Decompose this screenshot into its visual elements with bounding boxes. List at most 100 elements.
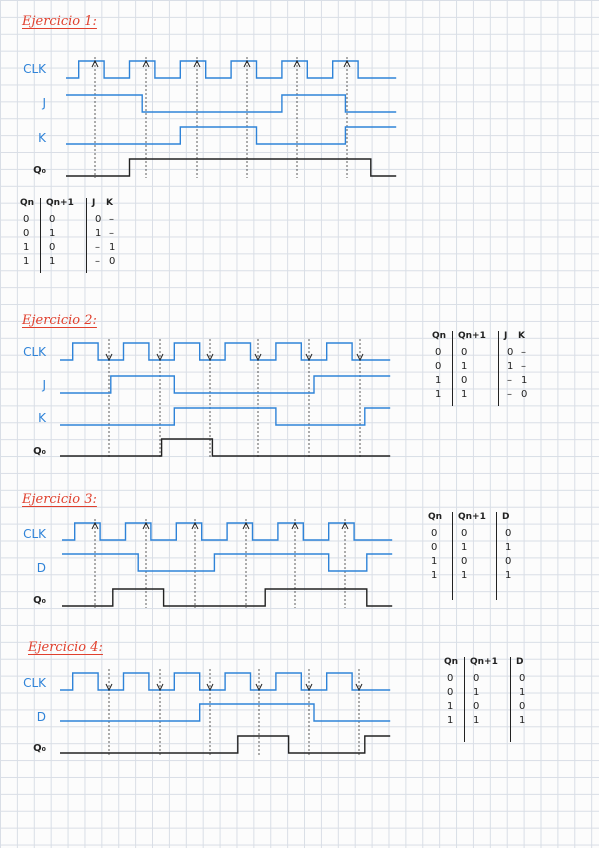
ex3-d-label: D xyxy=(36,561,46,575)
table-cell: 0 xyxy=(461,556,468,567)
waveform-j xyxy=(60,375,391,394)
ex4-d-label: D xyxy=(36,710,46,724)
edge-arrow-5 xyxy=(293,59,301,68)
table-cell: 1 xyxy=(431,570,438,581)
table-divider-1 xyxy=(452,331,453,406)
table-cell: 1 xyxy=(447,715,454,726)
table-cell: 1 xyxy=(461,361,468,372)
table-header-cell: D xyxy=(502,512,510,522)
edge-arrow-6 xyxy=(343,59,351,68)
table-cell: 1 xyxy=(519,715,526,726)
table-cell: 1 xyxy=(447,701,454,712)
waveform-q xyxy=(60,735,391,754)
table-header-cell: Qn xyxy=(428,512,443,522)
edge-arrow-5 xyxy=(291,521,299,530)
table-divider-2 xyxy=(510,657,511,742)
ex3-q-label: Q₀ xyxy=(33,595,46,606)
table-cell: 0 xyxy=(447,673,454,684)
exercise-1-title: Ejercicio 1: xyxy=(22,14,97,29)
table-cell: 0 xyxy=(435,361,442,372)
table-cell: 0 xyxy=(447,687,454,698)
table-cell: 0 xyxy=(461,528,468,539)
waveform-clk xyxy=(62,522,393,541)
table-cell: 1 xyxy=(49,256,56,267)
ex1-q-label: Q₀ xyxy=(33,165,46,176)
table-cell: – xyxy=(521,361,526,372)
ex4-clk-label: CLK xyxy=(23,676,46,690)
edge-arrow-2 xyxy=(156,353,164,362)
table-header-cell: D xyxy=(516,657,524,667)
table-divider-2 xyxy=(86,198,87,273)
edge-arrow-3 xyxy=(193,59,201,68)
ex2-clk-label: CLK xyxy=(23,345,46,359)
table-divider-2 xyxy=(498,331,499,406)
edge-arrow-5 xyxy=(305,353,313,362)
ex4-q-label: Q₀ xyxy=(33,743,46,754)
table-cell: 1 xyxy=(435,375,442,386)
table-cell: – xyxy=(521,347,526,358)
table-cell: 1 xyxy=(507,361,514,372)
table-cell: 0 xyxy=(95,214,102,225)
table-divider-1 xyxy=(464,657,465,742)
table-header-cell: K xyxy=(106,198,113,208)
table-header-cell: Qn+1 xyxy=(46,198,74,208)
table-cell: 0 xyxy=(49,214,56,225)
table-header-cell: Qn+1 xyxy=(458,512,486,522)
edge-arrow-1 xyxy=(91,521,99,530)
edge-arrow-2 xyxy=(142,59,150,68)
table-cell: 1 xyxy=(505,542,512,553)
table-cell: 1 xyxy=(109,242,116,253)
table-cell: 0 xyxy=(473,701,480,712)
waveform-d xyxy=(62,553,393,572)
table-cell: 0 xyxy=(23,214,30,225)
table-cell: 0 xyxy=(49,242,56,253)
table-cell: 0 xyxy=(435,347,442,358)
edge-arrow-6 xyxy=(356,353,364,362)
table-cell: 1 xyxy=(473,715,480,726)
table-cell: 0 xyxy=(109,256,116,267)
table-cell: 1 xyxy=(49,228,56,239)
table-header-cell: Qn xyxy=(432,331,447,341)
waveform-clk xyxy=(60,342,391,361)
edge-arrow-4 xyxy=(254,353,262,362)
table-cell: 1 xyxy=(23,242,30,253)
edge-arrow-5 xyxy=(305,683,313,692)
table-divider-2 xyxy=(496,512,497,600)
ex2-q-label: Q₀ xyxy=(33,446,46,457)
table-cell: 0 xyxy=(505,556,512,567)
table-header-cell: Qn xyxy=(444,657,459,667)
table-header-cell: Qn+1 xyxy=(470,657,498,667)
ex3-clk-label: CLK xyxy=(23,527,46,541)
edge-arrow-6 xyxy=(341,521,349,530)
edge-arrow-4 xyxy=(243,59,251,68)
table-cell: 1 xyxy=(519,687,526,698)
edge-arrow-4 xyxy=(242,521,250,530)
table-cell: – xyxy=(507,389,512,400)
table-cell: 1 xyxy=(431,556,438,567)
exercise-3-title: Ejercicio 3: xyxy=(22,492,97,507)
edge-arrow-3 xyxy=(206,683,214,692)
table-cell: 1 xyxy=(23,256,30,267)
edge-arrow-1 xyxy=(91,59,99,68)
table-header-cell: Qn+1 xyxy=(458,331,486,341)
table-header-cell: Qn xyxy=(20,198,35,208)
table-cell: 1 xyxy=(473,687,480,698)
edge-arrow-3 xyxy=(191,521,199,530)
table-cell: 0 xyxy=(431,542,438,553)
ex2-j-label: J xyxy=(42,378,46,392)
table-cell: – xyxy=(109,228,114,239)
table-cell: 0 xyxy=(23,228,30,239)
table-header-cell: K xyxy=(518,331,525,341)
table-cell: 0 xyxy=(521,389,528,400)
table-cell: 0 xyxy=(461,375,468,386)
table-cell: 1 xyxy=(461,570,468,581)
table-header-cell: J xyxy=(504,331,508,341)
edge-arrow-3 xyxy=(206,353,214,362)
edge-arrow-1 xyxy=(105,353,113,362)
table-cell: 0 xyxy=(431,528,438,539)
table-cell: 1 xyxy=(461,542,468,553)
waveform-q xyxy=(66,158,397,177)
waveform-j xyxy=(66,94,397,113)
